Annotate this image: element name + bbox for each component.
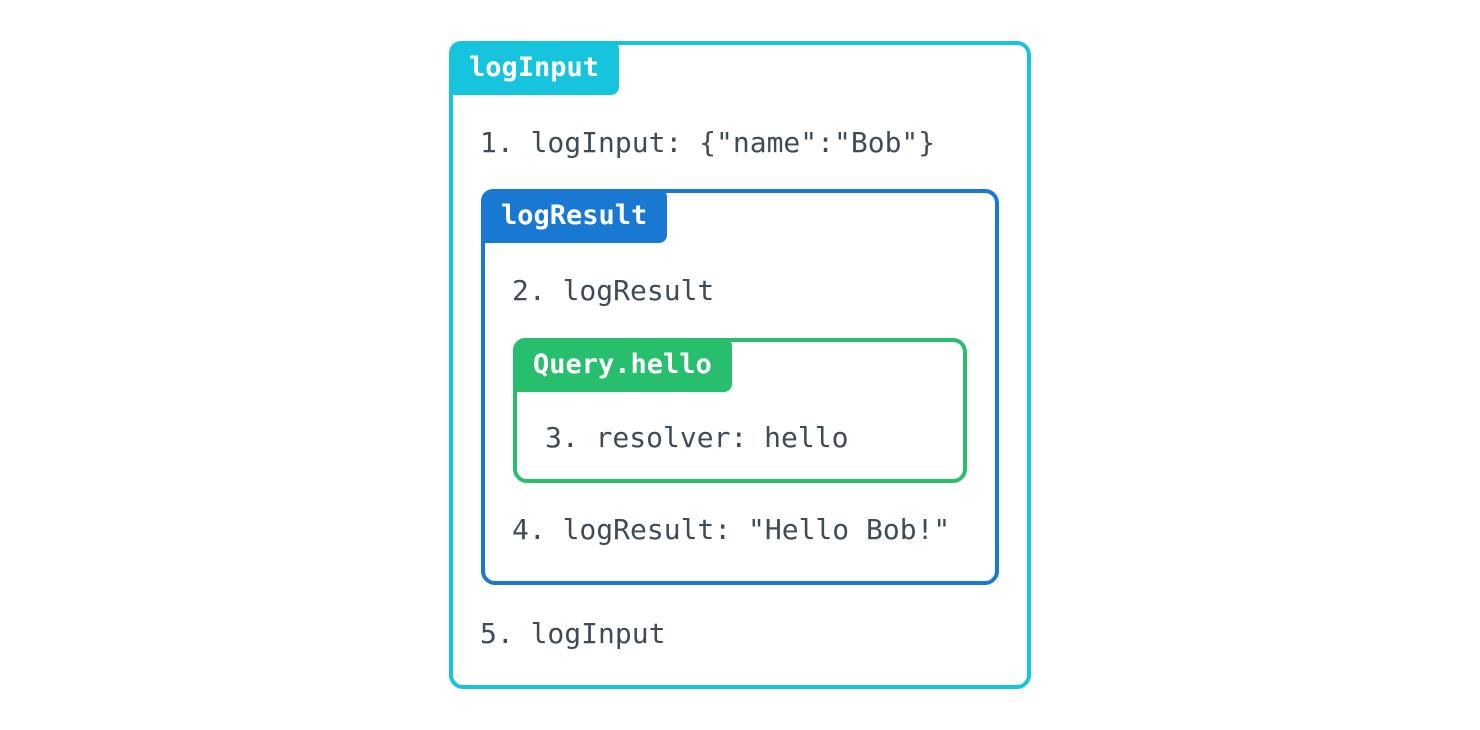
loginput-box-label: logInput [449,41,620,95]
logresult-box-label: logResult [481,189,668,243]
step-3-resolver-call: 3. resolver: hello [545,421,849,454]
loginput-box: logInput [449,41,1031,689]
step-4-logresult-return: 4. logResult: "Hello Bob!" [512,513,951,546]
step-5-loginput-return: 5. logInput [480,617,666,650]
logresult-box: logResult [481,189,999,585]
step-2-logresult-call: 2. logResult [512,274,715,307]
queryhello-box-label: Query.hello [513,338,732,392]
step-1-loginput-call: 1. logInput: {"name":"Bob"} [480,126,936,159]
queryhello-box: Query.hello [513,338,967,483]
